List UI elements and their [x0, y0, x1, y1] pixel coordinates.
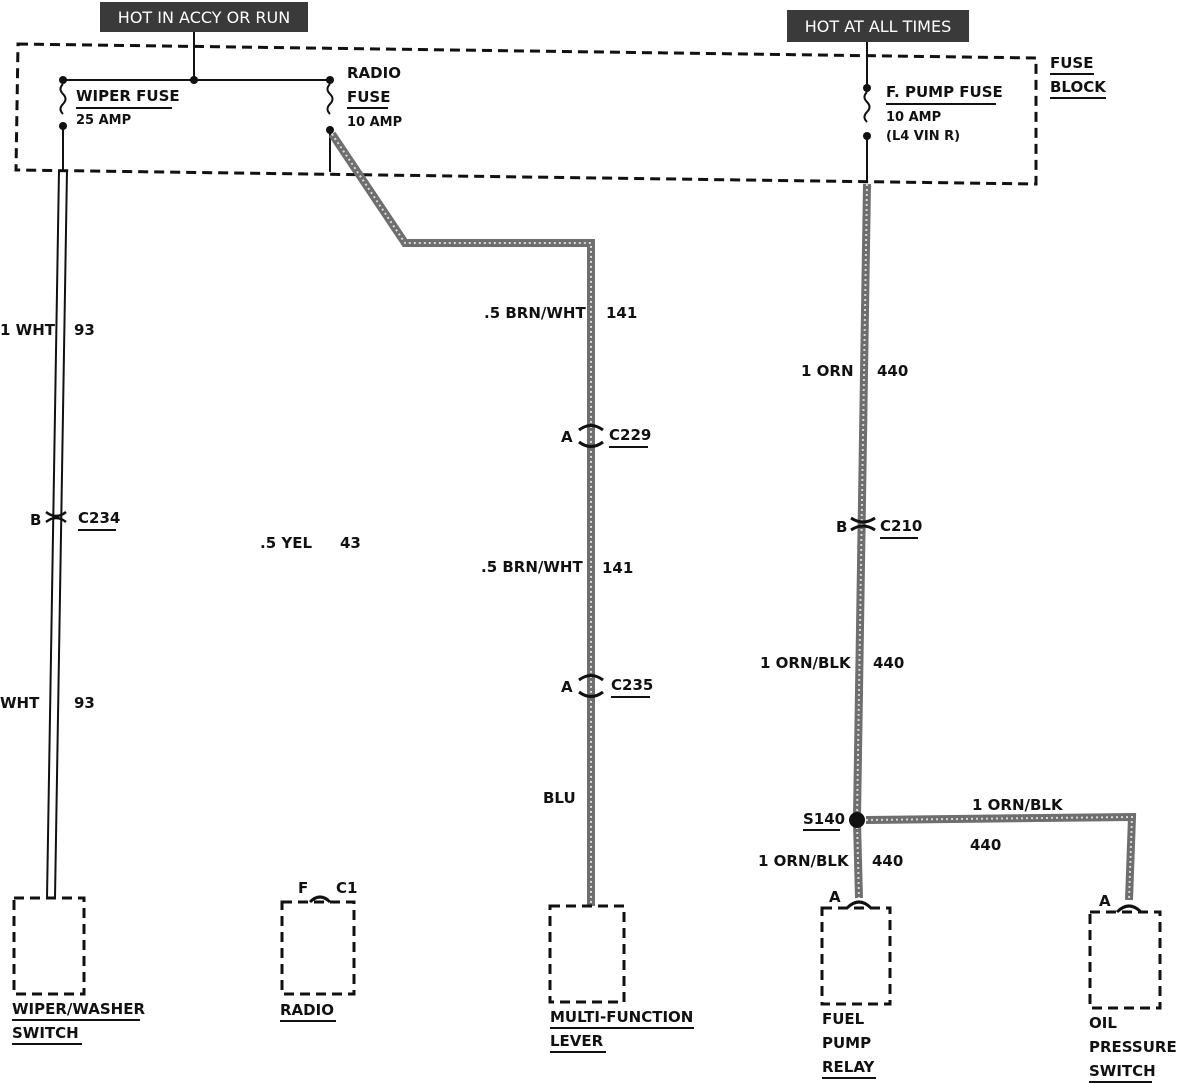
wire-orn-upper-circuit: 440 — [877, 362, 908, 380]
connector-c210-pin: B — [836, 518, 847, 536]
wire-orn-branch-color: 1 ORN/BLK — [972, 796, 1064, 814]
wiper-washer-switch-label-line1: WIPER/WASHER — [12, 1000, 145, 1018]
wiper-washer-switch-box — [12, 896, 86, 996]
wiper-fuse-rating: 25 AMP — [76, 113, 131, 128]
banner-hot-accy-run-text: HOT IN ACCY OR RUN — [118, 8, 290, 27]
radio-fuse — [326, 76, 334, 172]
connector-c235-pin: A — [561, 678, 573, 696]
multi-function-lever-box — [548, 904, 626, 1004]
wire-mf-middle-circuit: 141 — [602, 559, 633, 577]
fuel-pump-relay-label-line3: RELAY — [822, 1058, 876, 1076]
fuel-pump-relay-connector — [845, 900, 873, 910]
connector-c234-id: C234 — [78, 509, 120, 527]
connector-c1-id: C1 — [336, 879, 357, 897]
radio-fuse-rating: 10 AMP — [347, 115, 402, 130]
wiper-fuse — [59, 76, 67, 170]
fuel-pump-relay-label-line1: FUEL — [822, 1010, 865, 1028]
oil-pressure-switch-connector — [1115, 904, 1143, 914]
fpump-fuse-rating: 10 AMP — [886, 110, 941, 125]
wire-wiper-upper-color: 1 WHT — [0, 321, 56, 339]
connector-c229-pin: A — [561, 428, 573, 446]
connector-c234-pin: B — [30, 511, 41, 529]
connector-c210-id: C210 — [880, 517, 922, 535]
oil-pressure-switch-pin: A — [1099, 892, 1111, 910]
wire-wiper-lower-color: WHT — [0, 694, 40, 712]
fuel-pump-relay-label-line2: PUMP — [822, 1034, 871, 1052]
wiper-fuse-name: WIPER FUSE — [76, 87, 180, 105]
banner-hot-all-times: HOT AT ALL TIMES — [787, 10, 969, 42]
connector-c229-id: C229 — [609, 426, 651, 444]
wire-fpump-circuit — [849, 183, 1137, 901]
accy-bus — [63, 32, 330, 84]
oil-pressure-switch-label-line2: PRESSURE — [1089, 1038, 1177, 1056]
wire-wiper-upper-circuit: 93 — [74, 321, 95, 339]
wire-mf-lever-circuit — [328, 131, 604, 906]
wire-radio-yel-circuit: 43 — [340, 534, 361, 552]
wire-wiper-lower-circuit: 93 — [74, 694, 95, 712]
wire-orn-middle-circuit: 440 — [873, 654, 904, 672]
wire-mf-upper-circuit: 141 — [606, 304, 637, 322]
radio-connector-c1 — [308, 895, 332, 904]
fuse-block-label-line2: BLOCK — [1050, 78, 1107, 96]
radio-box — [280, 900, 356, 996]
wire-mf-upper-color: .5 BRN/WHT — [484, 304, 586, 322]
multi-function-lever-label-line1: MULTI-FUNCTION — [550, 1008, 693, 1026]
wire-orn-lower-circuit: 440 — [872, 852, 903, 870]
fpump-fuse — [863, 42, 871, 182]
radio-fuse-name-line2: FUSE — [347, 88, 390, 106]
splice-s140-dot — [849, 812, 865, 828]
wire-mf-middle-color: .5 BRN/WHT — [481, 558, 583, 576]
wiper-washer-switch-label-line2: SWITCH — [12, 1024, 79, 1042]
banner-hot-all-times-text: HOT AT ALL TIMES — [805, 17, 951, 36]
fuel-pump-relay-box — [820, 906, 892, 1006]
radio-fuse-name-line1: RADIO — [347, 64, 401, 82]
oil-pressure-switch-label-line1: OIL — [1089, 1014, 1117, 1032]
fpump-fuse-note: (L4 VIN R) — [886, 129, 960, 144]
wire-orn-lower-color: 1 ORN/BLK — [758, 852, 850, 870]
connector-c1-pin: F — [298, 879, 308, 897]
wire-orn-branch-circuit: 440 — [970, 836, 1001, 854]
radio-label: RADIO — [280, 1001, 334, 1019]
oil-pressure-switch-box — [1088, 910, 1162, 1010]
splice-s140-id: S140 — [803, 810, 845, 828]
fuse-block-outline — [14, 42, 1038, 186]
connector-c235-id: C235 — [611, 676, 653, 694]
multi-function-lever-label-line2: LEVER — [550, 1032, 604, 1050]
wire-orn-middle-color: 1 ORN/BLK — [760, 654, 852, 672]
wire-radio-yel-color: .5 YEL — [260, 534, 312, 552]
fuel-pump-relay-pin: A — [829, 888, 841, 906]
fuse-block-label-line1: FUSE — [1050, 54, 1093, 72]
wire-mf-lower-color: BLU — [543, 789, 576, 807]
oil-pressure-switch-label-line3: SWITCH — [1089, 1062, 1156, 1080]
wire-orn-upper-color: 1 ORN — [801, 362, 854, 380]
wire-wiper-circuit — [45, 169, 68, 899]
banner-hot-accy-run: HOT IN ACCY OR RUN — [100, 2, 308, 32]
fpump-fuse-name: F. PUMP FUSE — [886, 83, 1003, 101]
